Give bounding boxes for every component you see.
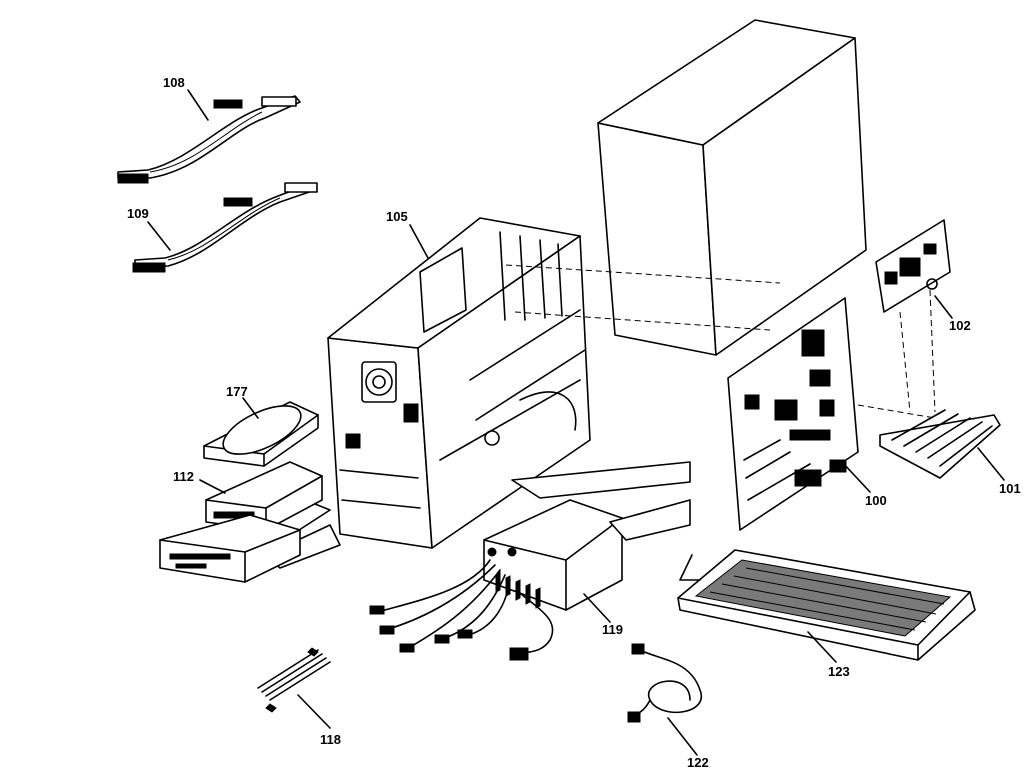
callout-123: 123 <box>828 664 850 679</box>
ribbon-cable-109 <box>132 182 318 273</box>
system-board-100 <box>727 297 936 531</box>
callout-109: 109 <box>127 206 149 221</box>
callout-102: 102 <box>949 318 971 333</box>
callout-labels: 108 109 105 177 112 119 100 101 102 123 … <box>127 75 1021 770</box>
floppy-drive-112 <box>205 461 323 531</box>
memory-modules-101 <box>879 409 1001 479</box>
power-supply-119 <box>369 461 691 661</box>
callout-122: 122 <box>687 755 709 770</box>
callout-105: 105 <box>386 209 408 224</box>
adapter-card-102 <box>875 219 951 413</box>
callout-119: 119 <box>602 622 623 637</box>
leader-lines <box>147 89 1005 756</box>
case-cover <box>597 19 867 356</box>
callout-108: 108 <box>163 75 185 90</box>
hard-drive-177 <box>203 401 319 467</box>
keyboard-123 <box>677 549 976 661</box>
chassis-105 <box>327 217 781 549</box>
callout-101: 101 <box>999 481 1021 496</box>
cable-ties-118 <box>257 647 331 713</box>
optical-drive <box>159 514 301 583</box>
callout-118: 118 <box>320 732 341 747</box>
power-cord-122 <box>627 643 703 723</box>
callout-100: 100 <box>865 493 887 508</box>
ribbon-cable-108 <box>117 95 301 184</box>
callout-177: 177 <box>226 384 248 399</box>
callout-112: 112 <box>173 469 194 484</box>
